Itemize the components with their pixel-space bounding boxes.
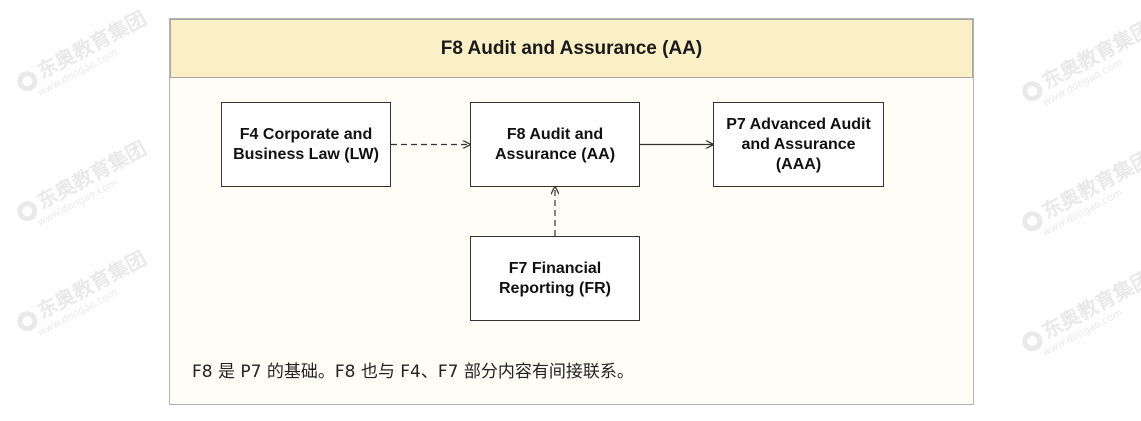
diagram-panel: F8 Audit and Assurance (AA) F4 Corporate… bbox=[169, 18, 974, 405]
diagram-title: F8 Audit and Assurance (AA) bbox=[170, 19, 973, 78]
diagram-note: F8 是 P7 的基础。F8 也与 F4、F7 部分内容有间接联系。 bbox=[192, 362, 634, 382]
node-f8-audit-assurance: F8 Audit and Assurance (AA) bbox=[470, 102, 640, 187]
diagram-body: F4 Corporate and Business Law (LW) F8 Au… bbox=[170, 78, 973, 404]
node-f4-corporate-law: F4 Corporate and Business Law (LW) bbox=[221, 102, 391, 187]
edge-layer bbox=[391, 78, 973, 236]
node-f7-financial-reporting: F7 Financial Reporting (FR) bbox=[470, 236, 640, 321]
node-p7-advanced-audit: P7 Advanced Audit and Assurance (AAA) bbox=[713, 102, 884, 187]
